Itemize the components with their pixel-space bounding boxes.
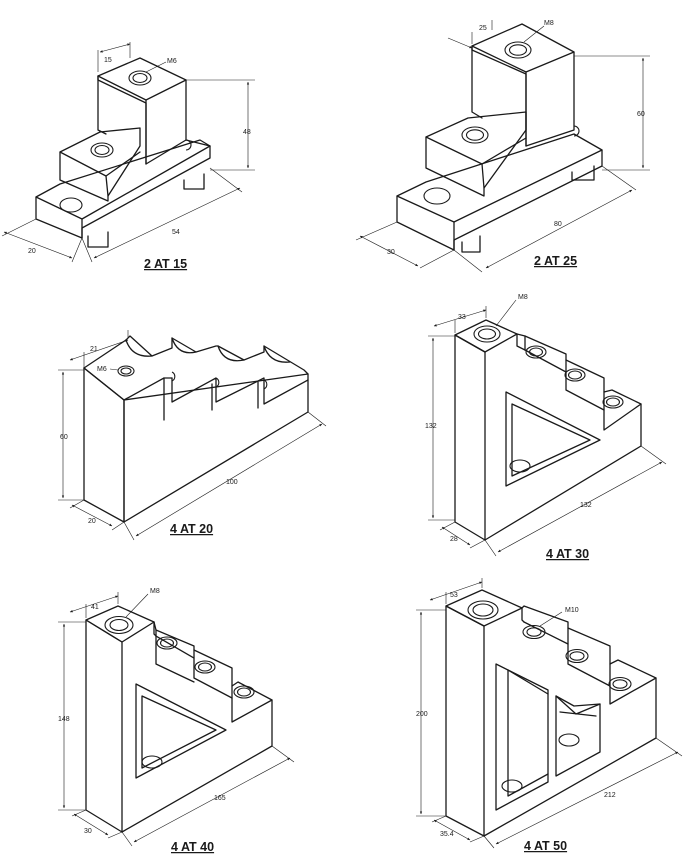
dim-label: 48 xyxy=(243,129,251,136)
part-outline xyxy=(396,23,603,253)
dimensions xyxy=(58,592,295,847)
drawing-4at20: 21 60 100 20 M6 4 AT 20 xyxy=(58,330,327,541)
dim-label: 33 xyxy=(458,314,466,321)
dim-label: 80 xyxy=(554,221,562,228)
dim-label: 200 xyxy=(416,711,428,718)
hole-callout: M10 xyxy=(565,607,579,614)
drawing-caption: 4 AT 20 xyxy=(170,522,213,536)
dimension-labels: 15 48 54 20 M6 xyxy=(28,57,251,255)
part-outline xyxy=(454,319,642,541)
drawing-2at15: 15 48 54 20 M6 2 AT 15 xyxy=(1,42,255,271)
hole-callout: M6 xyxy=(167,58,177,65)
drawing-caption: 2 AT 25 xyxy=(534,254,577,268)
dim-label: 54 xyxy=(172,229,180,236)
dim-label: 21 xyxy=(90,346,98,353)
drawing-2at25: 25 60 80 30 M8 2 AT 25 xyxy=(355,20,650,273)
holes xyxy=(473,325,624,473)
dim-label: 212 xyxy=(604,792,616,799)
dimensions xyxy=(355,20,650,273)
holes xyxy=(117,365,268,390)
holes xyxy=(59,70,192,213)
dim-label: 132 xyxy=(425,423,437,430)
dim-label: 35.4 xyxy=(440,831,454,838)
hole-callout: M8 xyxy=(544,20,554,27)
drawing-caption: 4 AT 40 xyxy=(171,840,214,854)
dim-label: 100 xyxy=(226,479,238,486)
dim-label: 25 xyxy=(479,25,487,32)
drawing-4at30: 33 132 132 28 M8 4 AT 30 xyxy=(425,294,667,561)
hole-callout: M8 xyxy=(518,294,528,301)
dim-label: 148 xyxy=(58,716,70,723)
part-outline xyxy=(445,589,657,837)
dim-label: 30 xyxy=(387,249,395,256)
part-outline xyxy=(35,57,211,248)
part-outline xyxy=(83,335,309,523)
dimensions xyxy=(416,578,683,849)
drawing-4at50: 53 200 212 35.4 M10 4 AT 50 xyxy=(416,578,683,853)
dimension-labels: 41 148 165 30 M8 xyxy=(58,588,226,835)
hole-callout: M6 xyxy=(97,366,107,373)
dim-label: 60 xyxy=(60,434,68,441)
dim-label: 30 xyxy=(84,828,92,835)
dim-label: 53 xyxy=(450,592,458,599)
hole-callout: M8 xyxy=(150,588,160,595)
holes xyxy=(467,600,632,793)
dimension-labels: 53 200 212 35.4 M10 xyxy=(416,592,616,838)
part-outline xyxy=(85,605,273,833)
dim-label: 20 xyxy=(88,518,96,525)
dimension-labels: 33 132 132 28 M8 xyxy=(425,294,592,543)
dimensions xyxy=(1,42,255,263)
dim-label: 28 xyxy=(450,536,458,543)
dimensions xyxy=(58,330,327,541)
dim-label: 60 xyxy=(637,111,645,118)
drawing-4at40: 41 148 165 30 M8 4 AT 40 xyxy=(58,588,295,854)
holes xyxy=(104,615,255,769)
drawing-caption: 2 AT 15 xyxy=(144,257,187,271)
dim-label: 41 xyxy=(91,604,99,611)
holes xyxy=(423,41,580,205)
dimension-labels: 25 60 80 30 M8 xyxy=(387,20,645,256)
dim-label: 20 xyxy=(28,248,36,255)
drawing-caption: 4 AT 50 xyxy=(524,839,567,853)
drawing-caption: 4 AT 30 xyxy=(546,547,589,561)
dim-label: 132 xyxy=(580,502,592,509)
dimensions xyxy=(428,299,667,557)
dim-label: 165 xyxy=(214,795,226,802)
dim-label: 15 xyxy=(104,57,112,64)
dimension-labels: 21 60 100 20 M6 xyxy=(60,346,238,525)
